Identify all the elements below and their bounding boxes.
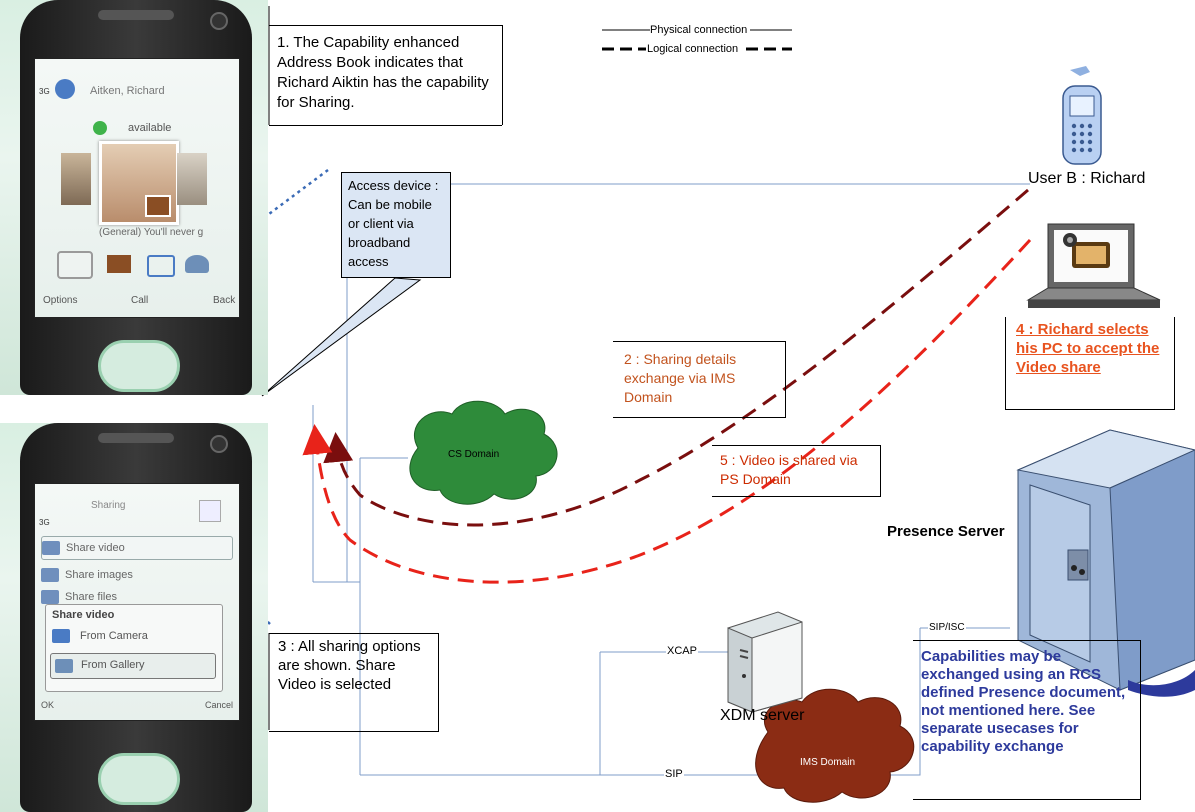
phone1-softkey-options[interactable]: Options xyxy=(43,295,78,306)
presence-server-icon xyxy=(1016,429,1195,697)
phone1-softkey-call[interactable]: Call xyxy=(131,295,149,306)
logical-connection-ps-arc xyxy=(302,238,1032,584)
user-b-laptop-icon xyxy=(1026,223,1161,308)
phone2-earpiece xyxy=(98,433,174,443)
logical-connection-ims-arc xyxy=(323,188,1029,527)
note4-text: 4 : Richard selects his PC to accept the… xyxy=(1016,321,1160,376)
menu-share-files-label: Share files xyxy=(65,591,117,603)
phone1-nav-key[interactable] xyxy=(98,340,180,392)
note4-box xyxy=(1005,317,1175,410)
popup-title: Share video xyxy=(52,609,115,621)
call-action-icon[interactable] xyxy=(57,251,93,279)
access-device-callout-pointer xyxy=(261,277,422,397)
phone2-softkey-ok[interactable]: OK xyxy=(41,700,55,710)
menu-share-video-label: Share video xyxy=(66,542,125,554)
user-b-phone-icon xyxy=(1062,66,1102,165)
gallery-icon xyxy=(55,659,73,673)
video-share-action-icon[interactable] xyxy=(107,255,131,273)
access-device-callout: Access device : Can be mobile or client … xyxy=(341,172,451,278)
xdm-server-label: XDM server xyxy=(720,707,805,724)
note5-box xyxy=(712,445,881,497)
phone1-earpiece xyxy=(98,10,174,20)
chat-action-icon[interactable] xyxy=(147,255,175,277)
contact-icon xyxy=(55,79,75,99)
contact-photo-left xyxy=(61,153,91,205)
capabilities-box xyxy=(913,640,1141,800)
phone2-contact-thumb xyxy=(199,500,221,522)
capabilities-text: Capabilities may be exchanged using an R… xyxy=(921,648,1126,755)
presence-server-label: Presence Server xyxy=(887,523,1005,540)
ims-domain-label: IMS Domain xyxy=(800,757,856,768)
phone1-softkey-back[interactable]: Back xyxy=(213,295,236,306)
contacts-action-icon[interactable] xyxy=(185,255,209,273)
legend-lines xyxy=(602,29,792,51)
popup-from-camera[interactable]: From Camera xyxy=(52,627,212,649)
menu-share-images-label: Share images xyxy=(65,569,133,581)
share-files-icon xyxy=(41,590,59,604)
phone2-screen: 3G Sharing Share video Share images Shar… xyxy=(34,483,240,721)
xcap-link-label: XCAP xyxy=(666,645,698,657)
popup-from-gallery[interactable]: From Gallery xyxy=(50,653,216,679)
sip-isc-link-label: SIP/ISC xyxy=(928,622,966,633)
cs-domain-label: CS Domain xyxy=(448,449,500,460)
note1-text: 1. The Capability enhanced Address Book … xyxy=(277,34,489,111)
phone1-contact-name: Aitken, Richard xyxy=(90,85,165,97)
share-images-icon xyxy=(41,568,59,582)
legend-logical-label: Logical connection xyxy=(647,43,739,55)
note3-box xyxy=(269,633,439,732)
popup-from-gallery-label: From Gallery xyxy=(81,659,145,671)
note2-text: 2 : Sharing details exchange via IMS Dom… xyxy=(624,351,737,405)
presence-available-icon xyxy=(93,121,107,135)
phone2-signal: 3G xyxy=(39,518,50,527)
phone1-front-camera-icon xyxy=(210,12,228,30)
user-b-label: User B : Richard xyxy=(1028,170,1146,187)
phone2-front-camera-icon xyxy=(210,435,228,453)
phone2-nav-key[interactable] xyxy=(98,753,180,805)
phone1-status: available xyxy=(128,122,172,134)
ims-domain-cloud xyxy=(755,688,915,803)
share-video-popup: Share video From Camera From Gallery xyxy=(45,604,223,692)
video-share-badge-icon xyxy=(145,195,171,217)
menu-share-images[interactable]: Share images xyxy=(41,564,233,586)
video-reel-icon xyxy=(1063,233,1110,268)
cs-domain-cloud xyxy=(409,400,558,505)
phone1-group-text: (General) You'll never g xyxy=(99,227,204,238)
sip-link-label: SIP xyxy=(664,768,684,780)
phone1-signal: 3G xyxy=(39,87,50,96)
share-video-icon xyxy=(42,541,60,555)
menu-share-files[interactable]: Share files xyxy=(41,590,233,604)
note3-text: 3 : All sharing options are shown. Share… xyxy=(278,638,421,693)
note2-box xyxy=(613,341,786,418)
popup-from-camera-label: From Camera xyxy=(80,630,148,642)
phone2-title: Sharing xyxy=(91,500,126,511)
contact-photo-right xyxy=(177,153,207,205)
note5-text: 5 : Video is shared via PS Domain xyxy=(720,452,858,487)
phone1-screen: 3G Aitken, Richard available (General) Y… xyxy=(34,58,240,318)
xdm-server-icon xyxy=(727,611,803,713)
note1-box xyxy=(269,25,502,126)
phone1-device: 3G Aitken, Richard available (General) Y… xyxy=(20,0,252,395)
phone2-device: 3G Sharing Share video Share images Shar… xyxy=(20,423,252,812)
note1-right-border xyxy=(502,25,503,125)
phone2-softkey-cancel[interactable]: Cancel xyxy=(205,700,234,710)
menu-share-video[interactable]: Share video xyxy=(41,536,233,560)
camera-icon xyxy=(52,629,70,643)
legend-physical-label: Physical connection xyxy=(650,24,748,36)
